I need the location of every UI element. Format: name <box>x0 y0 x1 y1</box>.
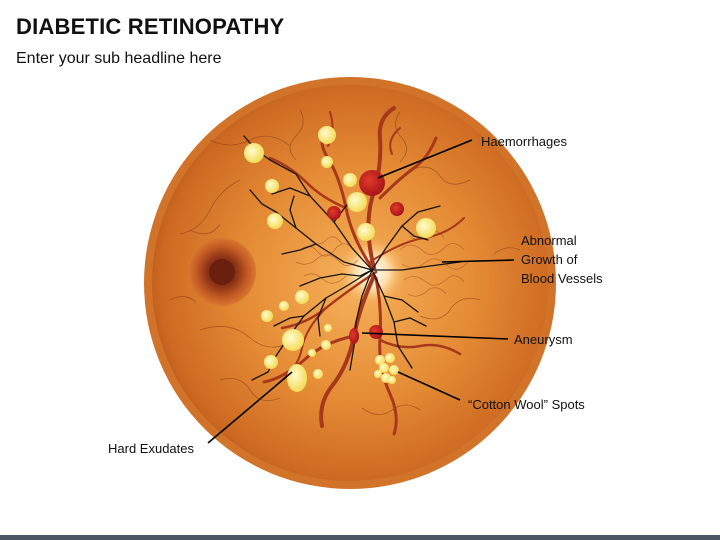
aneurysm-pointer <box>361 332 509 340</box>
callout-lines <box>207 139 515 444</box>
cotton-wool-pointer <box>397 371 461 401</box>
background-capillaries <box>169 109 521 415</box>
page-title: DIABETIC RETINOPATHY <box>16 14 285 39</box>
hard-exudates-pointer <box>207 371 293 444</box>
page-subtitle: Enter your sub headline here <box>16 50 222 67</box>
abnormal-growth-label: Abnormal Growth of Blood Vessels <box>521 231 603 288</box>
haemorrhage-spots <box>327 170 404 344</box>
footer-bar <box>0 535 720 540</box>
hard-exudates <box>244 126 436 392</box>
haemorrhages-label: Haemorrhages <box>481 134 567 149</box>
abnormal-label-line2: Growth of <box>521 252 578 267</box>
abnormal-vessels-pointer <box>441 259 515 263</box>
macula-center <box>209 259 235 285</box>
haemorrhages-pointer <box>377 139 473 179</box>
optic-disc <box>336 236 408 308</box>
cotton-wool-label: “Cotton Wool” Spots <box>468 397 585 412</box>
hard-exudates-label: Hard Exudates <box>108 441 194 456</box>
abnormal-label-line3: Blood Vessels <box>521 271 603 286</box>
abnormal-label-line1: Abnormal <box>521 233 577 248</box>
abnormal-vessel-network <box>295 230 469 297</box>
aneurysm-label: Aneurysm <box>514 332 573 347</box>
cotton-wool-spots <box>374 353 399 384</box>
